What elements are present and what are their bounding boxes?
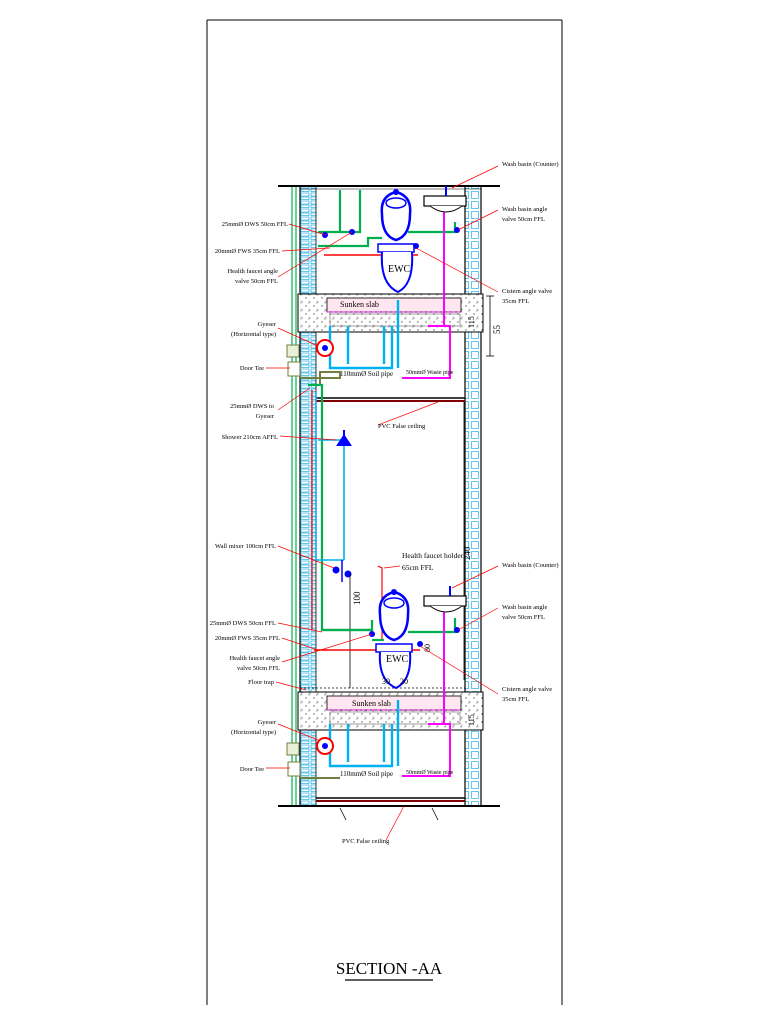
top-slab <box>278 185 500 190</box>
label-lower-basin-valve1: Wash basin angle <box>502 604 547 611</box>
label-upper-dws: 25mmØ DWS 50cm FFL <box>222 221 288 228</box>
label-upper-geyser2: (Horizontal type) <box>231 331 276 338</box>
label-upper-door-tee: Door Tee <box>240 365 264 372</box>
label-upper-cistern1: Cistern angle valve <box>502 288 552 295</box>
label-lower-door-tee: Door Tee <box>240 766 264 773</box>
label-upper-wash-basin: Wash basin (Counter) <box>502 161 559 168</box>
label-upper-fws: 20mmØ FWS 35cm FFL <box>215 248 280 255</box>
upper-dim-55: 55 <box>492 325 502 335</box>
label-floor-trap: Floor trap <box>248 679 274 686</box>
shower-head <box>336 430 352 446</box>
lower-soil-pipe-label: 110mmØ Soil pipe <box>340 770 393 778</box>
label-shower: Shower 210cm AFFL <box>222 434 278 441</box>
upper-waste-pipe-label: 50mmØ Waste pipe <box>406 370 454 376</box>
label-lower-hf1: Health faucet angle <box>229 655 280 662</box>
label-lower-cistern2: 35cm FFL <box>502 696 529 703</box>
right-labels-upper: Wash basin (Counter) Wash basin angle va… <box>378 161 559 430</box>
upper-wc <box>377 189 415 294</box>
label-upper-dws-geyser2: Gyeser <box>256 413 275 420</box>
left-labels-lower: Wall mixer 100cm FFL 25mmØ DWS 50cm FFL … <box>210 543 280 773</box>
upper-waste-pipe <box>402 212 451 379</box>
label-upper-cistern2: 35cm FFL <box>502 298 529 305</box>
leader-lines <box>266 165 499 841</box>
label-lower-dws: 25mmØ DWS 50cm FFL <box>210 620 276 627</box>
upper-wash-basin <box>423 186 467 233</box>
upper-sunken-slab-label: Sunken slab <box>340 300 379 309</box>
label-upper-basin-valve2: valve 50cm FFL <box>502 216 545 223</box>
upper-soil-pipes <box>328 300 400 370</box>
label-holder1: Health faucet holder <box>402 551 464 560</box>
label-holder2: 65cm FFL <box>402 563 434 572</box>
lower-sunken-slab-label: Sunken slab <box>352 699 391 708</box>
sheet-frame <box>206 19 563 1005</box>
upper-door-tee <box>287 361 341 384</box>
left-labels-upper: 25mmØ DWS 50cm FFL 20mmØ FWS 35cm FFL He… <box>215 221 288 441</box>
label-lower-fws: 20mmØ FWS 35cm FFL <box>215 635 280 642</box>
label-lower-geyser2: (Horizontal type) <box>231 729 276 736</box>
upper-soil-pipe-label: 110mmØ Soil pipe <box>340 370 393 378</box>
lower-wash-basin <box>423 586 467 633</box>
lower-false-ceiling <box>278 797 500 821</box>
upper-dimension-55 <box>486 295 494 357</box>
lower-door-tee <box>287 761 340 779</box>
label-upper-hf1: Health faucet angle <box>227 268 278 275</box>
label-lower-wash-basin: Wash basin (Counter) <box>502 562 559 569</box>
upper-false-ceiling <box>316 397 465 402</box>
lower-ewc-label: EWC <box>386 654 409 665</box>
lower-waste-pipe <box>402 612 451 777</box>
label-lower-cistern1: Cistern angle valve <box>502 686 552 693</box>
label-lower-geyser1: Gyeser <box>258 719 277 726</box>
upper-geyser <box>286 339 334 358</box>
lower-dim-20: 20 <box>400 677 408 686</box>
label-lower-hf2: valve 50cm FFL <box>237 665 280 672</box>
label-upper-geyser1: Gyeser <box>258 321 277 328</box>
lower-waste-pipe-label: 50mmØ Waste pipe <box>406 770 454 776</box>
label-upper-basin-valve1: Wash basin angle <box>502 206 547 213</box>
label-lower-false-ceiling: PVC False ceiling <box>342 838 390 845</box>
lower-dim-115: 115 <box>467 714 476 726</box>
label-lower-basin-valve2: valve 50cm FFL <box>502 614 545 621</box>
lower-dim-80: 80 <box>423 644 432 652</box>
lower-geyser <box>286 737 334 756</box>
label-upper-hf2: valve 50cm FFL <box>235 278 278 285</box>
label-upper-false-ceiling: PVC False ceiling <box>378 423 426 430</box>
section-title: SECTION -AA <box>336 959 443 978</box>
right-labels-lower: Health faucet holder 65cm FFL Wash basin… <box>342 551 559 845</box>
lower-dim-30: 30 <box>382 677 390 686</box>
upper-ewc-label: EWC <box>388 264 411 275</box>
lower-dim-100: 100 <box>352 591 362 605</box>
shower-pipe <box>308 383 372 632</box>
lower-wc <box>375 589 413 690</box>
wall-mixer <box>332 560 352 582</box>
label-upper-dws-geyser1: 25mmØ DWS to <box>230 403 274 410</box>
upper-sunken-slab <box>297 293 484 333</box>
lower-dim-240: 240 <box>462 546 472 560</box>
upper-dim-115: 115 <box>467 316 476 328</box>
label-wall-mixer: Wall mixer 100cm FFL <box>215 543 276 550</box>
lower-sunken-slab <box>297 687 484 731</box>
